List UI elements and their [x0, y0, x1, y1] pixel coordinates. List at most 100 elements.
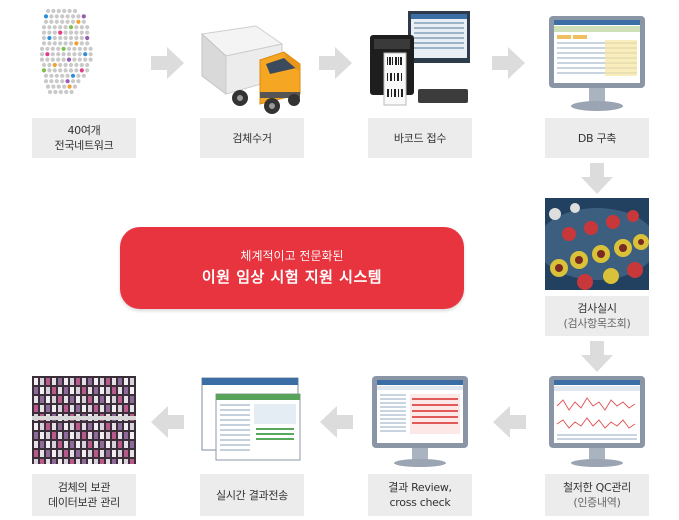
map-dot	[52, 68, 57, 73]
map-dot	[79, 62, 84, 68]
rack-tube	[40, 396, 44, 403]
map-dot	[79, 30, 84, 35]
rack-tube	[52, 396, 56, 403]
rack-tube	[130, 459, 134, 464]
rack-tube	[100, 378, 104, 385]
rack-tube	[106, 459, 110, 464]
test-tubes-image	[545, 198, 649, 290]
rack-tube	[58, 405, 62, 412]
map-dot	[77, 57, 82, 62]
map-dot	[85, 30, 90, 35]
step-network-line2: 전국네트워크	[54, 139, 114, 152]
map-dot	[50, 57, 55, 62]
step-db-label: DB 구축	[545, 118, 649, 158]
rack-tube	[94, 441, 98, 448]
rack-tube	[76, 432, 80, 439]
rack-tube	[52, 423, 56, 430]
rack-tube	[70, 423, 74, 430]
rack-tube	[106, 441, 110, 448]
rack-tube	[58, 423, 62, 430]
system-title-line2: 이원 임상 시험 지원 시스템	[201, 268, 383, 286]
rack-tube	[118, 432, 122, 439]
rack-tube	[46, 378, 50, 385]
rack-tube	[118, 405, 122, 412]
rack-tube	[76, 396, 80, 403]
map-dot	[49, 73, 54, 78]
step-transfer-line1: 실시간 결과전송	[216, 488, 288, 502]
map-dot	[60, 19, 65, 24]
map-dot	[52, 62, 57, 68]
system-title-line1: 체계적이고 전문화된	[240, 249, 344, 263]
step-collect-label: 검체수거	[200, 118, 304, 158]
map-dot	[47, 25, 52, 30]
rack-tube	[64, 423, 68, 430]
rack-tube	[112, 387, 116, 394]
map-dot	[49, 79, 54, 84]
map-dot	[62, 84, 67, 89]
rack-tube	[106, 432, 110, 439]
step-barcode-label: 바코드 접수	[368, 118, 472, 158]
arrow-right-icon	[319, 45, 353, 81]
rack-tube	[34, 387, 38, 394]
rack-tube	[52, 432, 56, 439]
map-dot	[64, 89, 69, 95]
arrow-right-icon	[492, 45, 526, 81]
step-qc-label: 철저한 QC관리 (인증내역)	[545, 474, 649, 516]
rack-tube	[88, 450, 92, 457]
map-dot	[76, 19, 81, 24]
map-dot	[45, 84, 51, 89]
map-dot	[54, 19, 59, 24]
map-dot	[63, 35, 68, 41]
map-dot	[70, 79, 76, 84]
map-dot	[81, 73, 86, 78]
rack-tube	[46, 387, 50, 394]
step-network-line1: 40여개	[67, 124, 101, 137]
rack-tube	[100, 459, 104, 464]
rack-tube	[88, 387, 92, 394]
step-review-label: 결과 Review, cross check	[368, 474, 472, 516]
system-title-banner: 체계적이고 전문화된 이원 임상 시험 지원 시스템	[120, 227, 464, 309]
step-test-line1: 검사실시	[577, 302, 617, 315]
map-dot	[58, 68, 63, 73]
map-dot	[81, 19, 86, 24]
map-dot	[74, 25, 79, 30]
map-dot	[51, 84, 56, 89]
map-dot	[56, 84, 61, 89]
rack-tube	[76, 378, 80, 385]
map-dot	[58, 41, 63, 46]
rack-tube	[82, 423, 86, 430]
rack-tube	[34, 441, 38, 448]
step-barcode-line1: 바코드 접수	[393, 131, 447, 145]
map-dot	[66, 46, 72, 51]
map-dot	[85, 35, 90, 41]
rack-tube	[94, 450, 98, 457]
map-dot	[83, 57, 88, 62]
map-dot	[56, 8, 61, 14]
map-dot	[65, 79, 70, 84]
rack-tube	[82, 432, 86, 439]
map-dot	[58, 35, 63, 41]
map-dot	[68, 35, 74, 41]
map-dot	[54, 79, 59, 84]
map-dot	[39, 46, 45, 51]
rack-tube	[70, 405, 74, 412]
rack-tube	[94, 405, 98, 412]
rack-tube	[76, 405, 80, 412]
rack-tube	[130, 387, 134, 394]
rack-tube	[58, 459, 62, 464]
rack-tube	[34, 405, 38, 412]
rack-tube	[112, 459, 116, 464]
map-dot	[70, 14, 76, 19]
map-dot	[88, 57, 93, 62]
map-dot	[60, 79, 65, 84]
map-dot	[39, 57, 45, 62]
rack-tube	[64, 387, 68, 394]
rack-tube	[112, 396, 116, 403]
rack-tube	[46, 396, 50, 403]
map-dot	[56, 46, 61, 51]
rack-tube	[112, 405, 116, 412]
map-dot	[65, 73, 70, 78]
rack-tube	[100, 450, 104, 457]
rack-tube	[118, 378, 122, 385]
rack-tube	[46, 432, 50, 439]
